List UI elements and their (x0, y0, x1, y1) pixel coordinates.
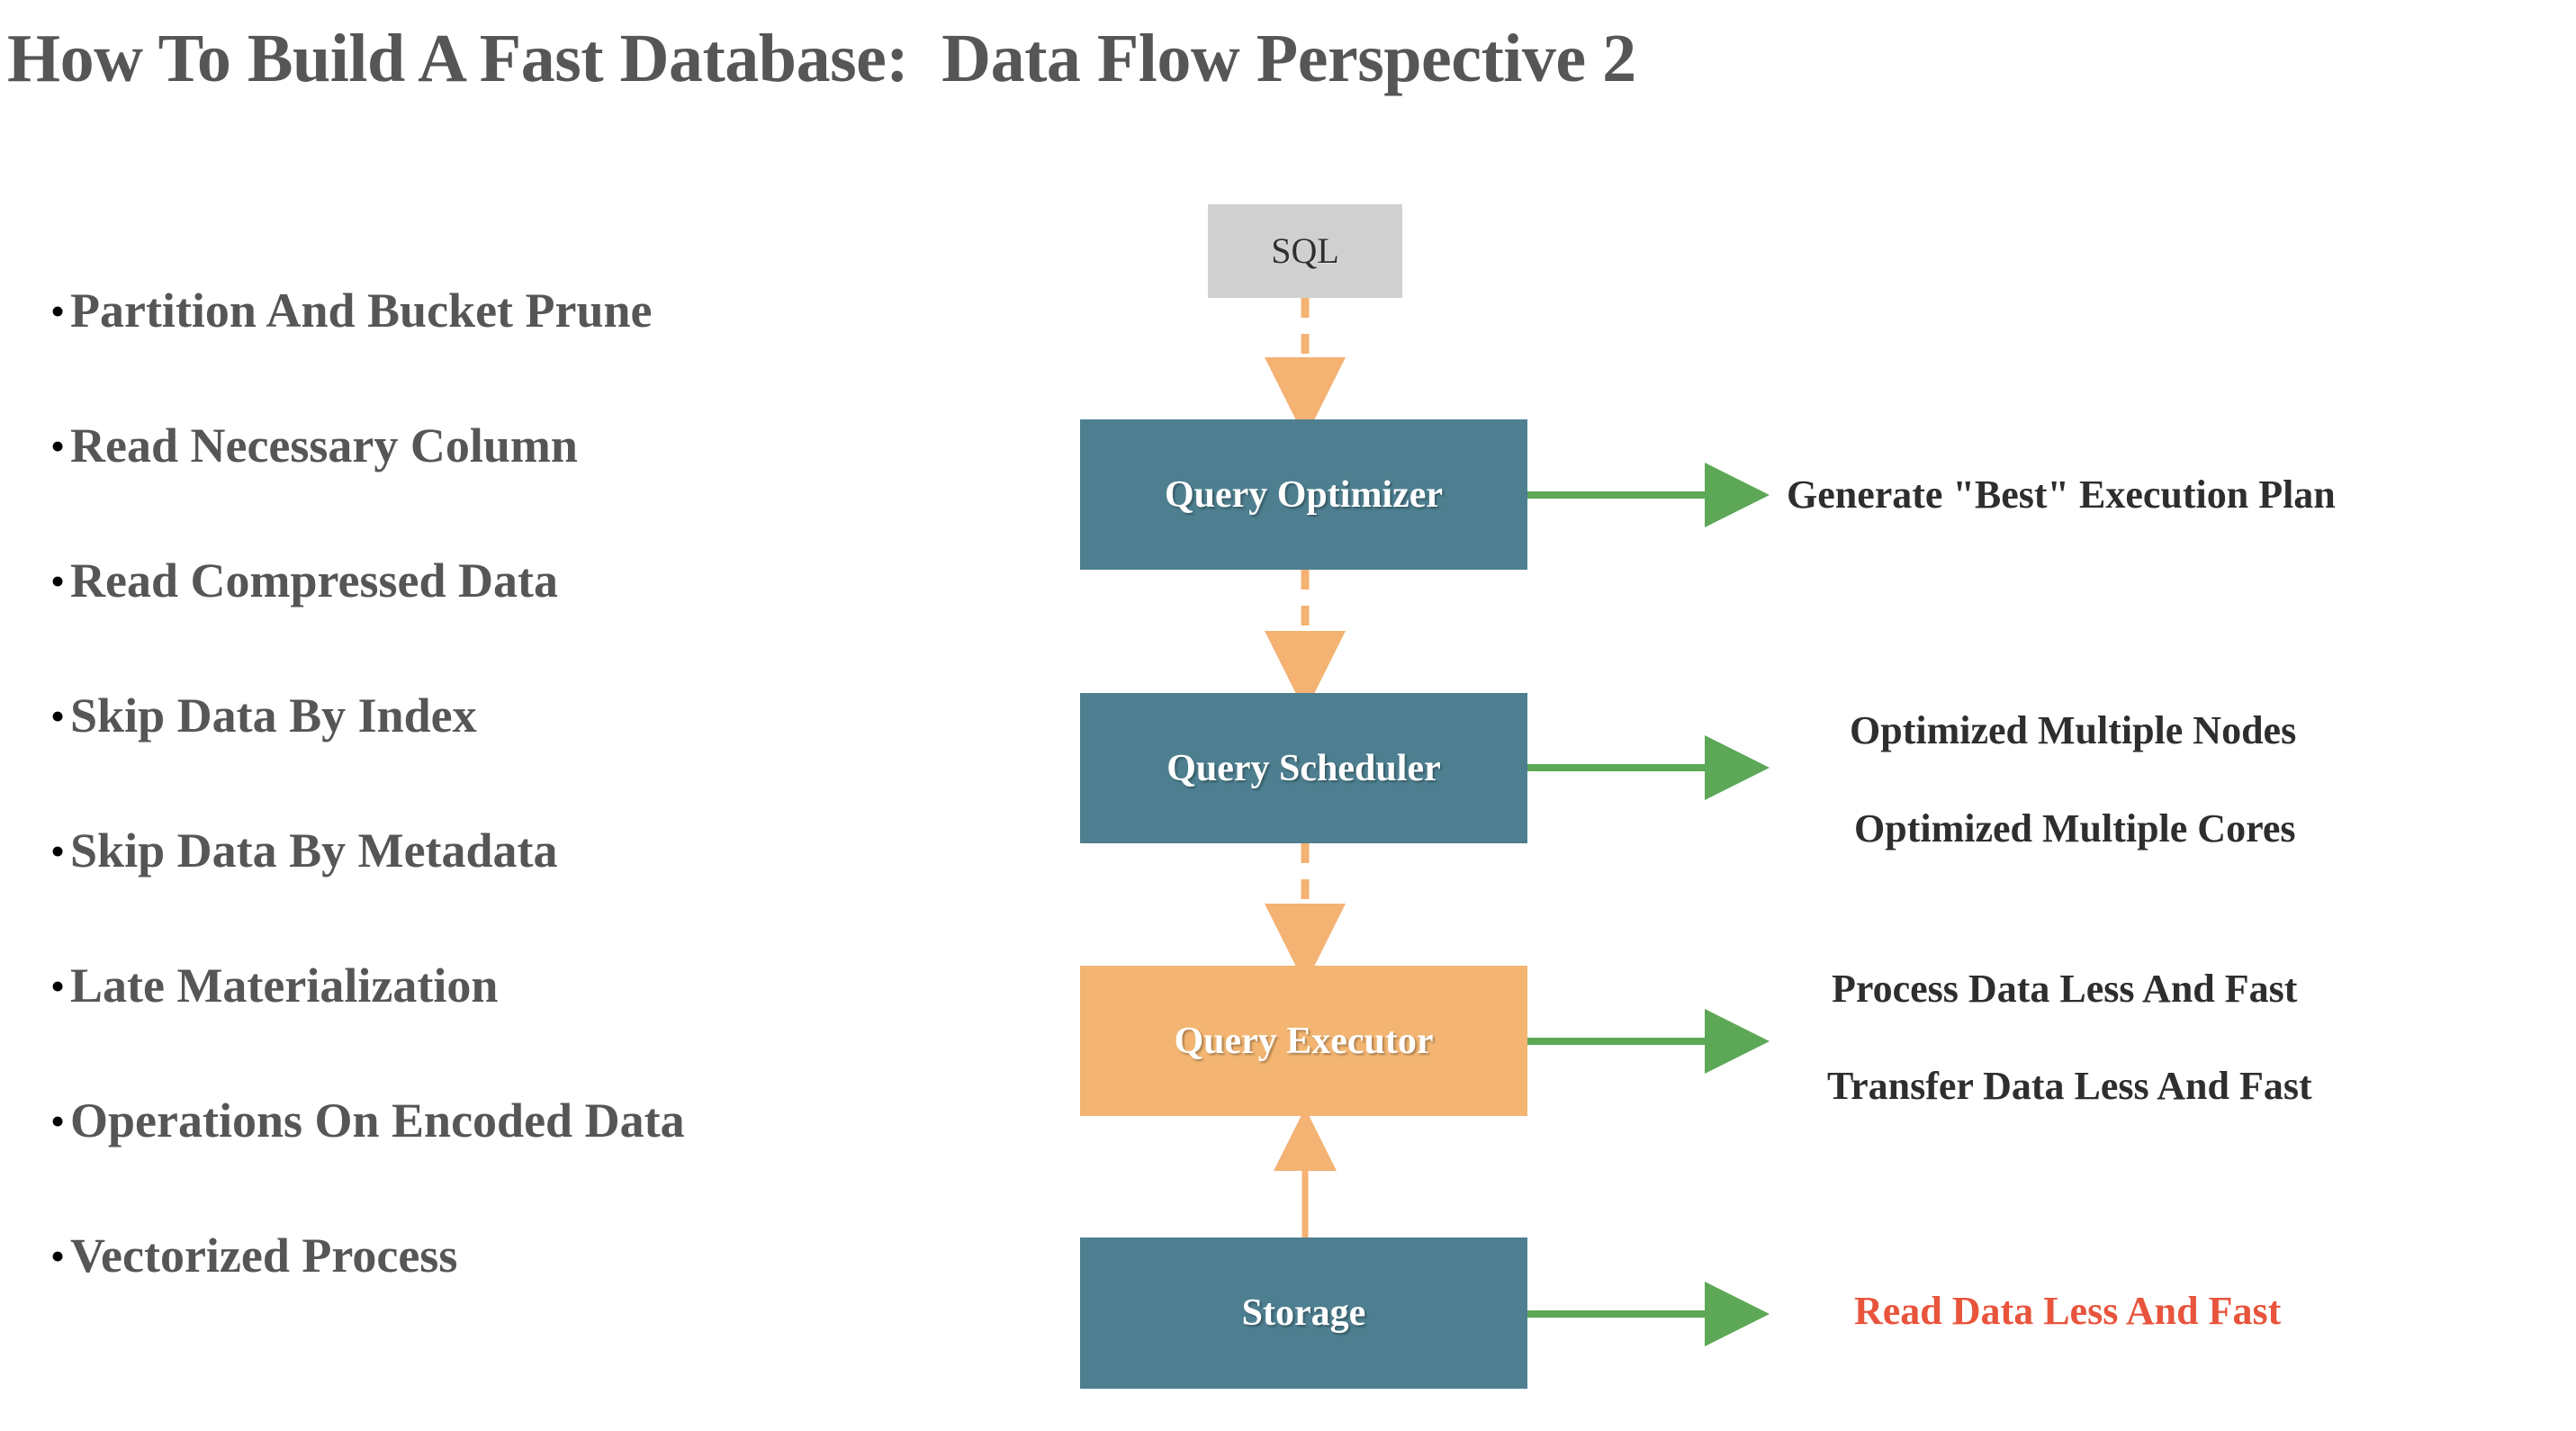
list-item: • Read Necessary Column (50, 421, 995, 556)
list-item: • Partition And Bucket Prune (50, 286, 995, 421)
list-item: • Operations On Encoded Data (50, 1096, 995, 1231)
bullet-marker-icon: • (50, 1233, 66, 1279)
flow-node-label: Storage (1241, 1292, 1366, 1334)
outcome-label-executor-1: Process Data Less And Fast (1832, 967, 2298, 1011)
flow-node-label: Query Executor (1174, 1020, 1434, 1062)
list-item-label: Skip Data By Metadata (70, 824, 558, 878)
outcome-label-scheduler-2: Optimized Multiple Cores (1854, 806, 2296, 850)
list-item-label: Partition And Bucket Prune (70, 284, 653, 338)
flow-node-storage[interactable]: Storage (1080, 1238, 1527, 1389)
bullet-marker-icon: • (50, 693, 66, 739)
flow-node-label: SQL (1271, 230, 1339, 271)
list-item-label: Late Materialization (70, 958, 499, 1012)
flow-node-query-executor[interactable]: Query Executor (1080, 966, 1527, 1116)
list-item: • Late Materialization (50, 961, 995, 1096)
bullet-marker-icon: • (50, 558, 66, 604)
flow-node-query-optimizer[interactable]: Query Optimizer (1080, 419, 1527, 570)
list-item-label: Read Necessary Column (70, 418, 578, 472)
list-item: • Vectorized Process (50, 1231, 995, 1366)
list-item: • Skip Data By Metadata (50, 826, 995, 961)
bullet-marker-icon: • (50, 963, 66, 1009)
bullet-marker-icon: • (50, 423, 66, 469)
bullet-list: • Partition And Bucket Prune • Read Nece… (50, 286, 995, 1366)
outcome-label-storage-1: Read Data Less And Fast (1854, 1289, 2282, 1333)
flow-node-label: Query Optimizer (1164, 473, 1444, 516)
outcome-label-scheduler-1: Optimized Multiple Nodes (1850, 708, 2297, 752)
bullet-marker-icon: • (50, 828, 66, 874)
bullet-marker-icon: • (50, 1098, 66, 1144)
outcome-label-executor-2: Transfer Data Less And Fast (1827, 1064, 2312, 1108)
bullet-marker-icon: • (50, 288, 66, 334)
list-item-label: Operations On Encoded Data (70, 1094, 685, 1148)
flow-node-query-scheduler[interactable]: Query Scheduler (1080, 693, 1527, 843)
list-item-label: Skip Data By Index (70, 688, 477, 742)
outcome-label-optimizer-1: Generate "Best" Execution Plan (1787, 472, 2336, 517)
flow-node-label: Query Scheduler (1166, 747, 1441, 789)
list-item: • Skip Data By Index (50, 691, 995, 826)
page-title: How To Build A Fast Database: Data Flow … (7, 21, 1636, 96)
flow-node-sql[interactable]: SQL (1208, 204, 1402, 298)
list-item: • Read Compressed Data (50, 556, 995, 691)
list-item-label: Read Compressed Data (70, 554, 558, 608)
list-item-label: Vectorized Process (70, 1228, 458, 1282)
